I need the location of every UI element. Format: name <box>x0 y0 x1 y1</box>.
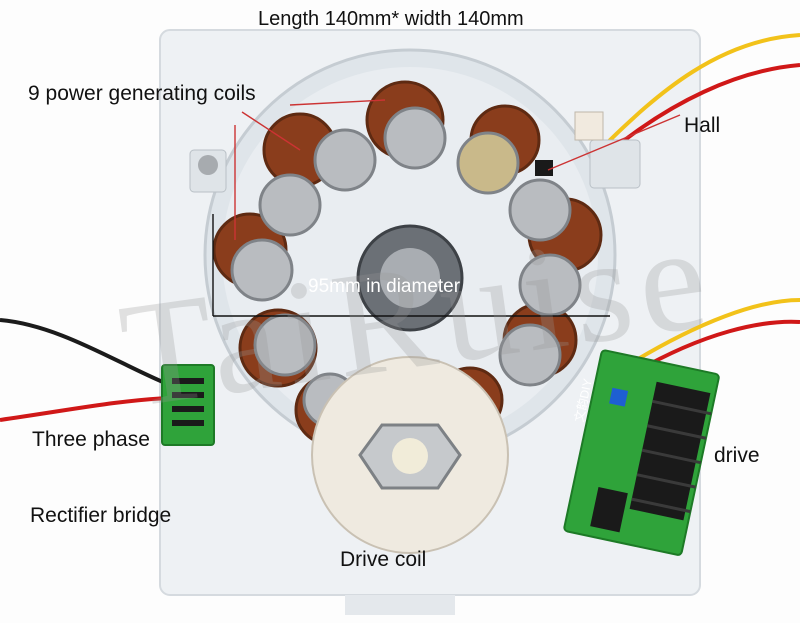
hall-label: Hall <box>684 114 721 137</box>
magnet <box>518 253 582 317</box>
dimensions-label: Length 140mm* width 140mm <box>258 8 524 30</box>
magnet <box>258 173 322 237</box>
diameter-label: 95mm in diameter <box>308 276 461 297</box>
drive-coil-label: Drive coil <box>340 548 427 571</box>
hub-cap <box>380 248 440 308</box>
heatsink-fins <box>631 399 712 514</box>
diode <box>172 420 204 426</box>
drive-pcb <box>563 349 720 556</box>
hall-sensor <box>535 160 553 176</box>
diode <box>172 406 204 412</box>
drive-label: drive <box>714 444 760 467</box>
coils-label: 9 power generating coils <box>28 82 256 105</box>
bolt-head <box>392 438 428 474</box>
yellow-wire-right <box>618 298 800 372</box>
left-screw <box>198 155 218 175</box>
magnet <box>230 238 294 302</box>
magnet <box>253 313 317 377</box>
magnet <box>383 106 447 170</box>
magnet <box>498 323 562 387</box>
magnet <box>313 128 377 192</box>
magnet <box>456 131 520 195</box>
diode <box>172 378 204 384</box>
coil-pointer <box>289 99 386 106</box>
coil-pointer <box>241 111 301 151</box>
dc-jack <box>590 486 628 533</box>
right-post <box>589 139 641 189</box>
diode <box>172 392 204 398</box>
connector <box>574 111 604 141</box>
red-wire-top <box>598 63 800 162</box>
hall-pointer <box>547 114 681 171</box>
annotation-lines <box>234 99 681 240</box>
diodes <box>172 378 204 426</box>
red-wire-left <box>0 396 171 422</box>
three-phase-label: Three phase <box>32 428 150 451</box>
rectifier-bridge-label: Rectifier bridge <box>30 504 172 527</box>
yellow-wire-top <box>598 33 800 152</box>
plate-foot <box>345 595 455 615</box>
trim-pot <box>609 387 629 407</box>
black-wire <box>0 318 171 387</box>
diameter-marker <box>212 214 610 317</box>
magnet <box>508 178 572 242</box>
